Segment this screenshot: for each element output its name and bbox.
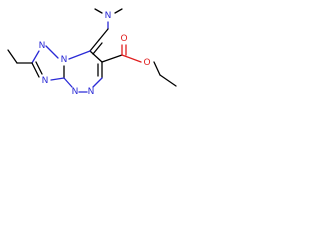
bond-c3-n2 — [92, 77, 103, 88]
atom-n-triazine-1: N — [72, 87, 79, 97]
bond-vinyl-double-a — [89, 39, 100, 52]
bond-c3-carbonyl — [101, 54, 123, 63]
bond-n-bridge-c5 — [68, 50, 91, 60]
bond-ester-o-ch2 — [153, 61, 161, 76]
bond-c5-c4 — [89, 50, 103, 63]
bond-c2-n3-b — [35, 61, 43, 75]
molecule-structure-diagram: N N N N N N O O — [7, 8, 177, 97]
bond-n-triazole-c2 — [31, 50, 40, 64]
bond-vinyl-upper — [98, 28, 109, 41]
bond-nme-methyl-left — [94, 8, 103, 14]
atom-n-triazine-2: N — [88, 87, 95, 97]
bond-carbonyl-ester-o — [121, 54, 142, 63]
atom-n-dimethylamino: N — [105, 11, 112, 21]
atom-n-bridge: N — [61, 55, 68, 65]
atom-o-ester: O — [143, 58, 150, 68]
atom-n-triazole: N — [39, 41, 46, 51]
bond-ethyl-2 — [7, 49, 18, 64]
bond-c2-n3-a — [31, 62, 40, 78]
bond-vinyl-double-b — [92, 42, 103, 55]
bond-nme-methyl-right — [114, 8, 123, 14]
atom-o-carbonyl: O — [120, 34, 127, 44]
bond-n-bridge-n-triazole — [45, 45, 59, 59]
bond-n1-c8a — [63, 77, 73, 88]
atom-n-triazole-lower: N — [42, 76, 49, 86]
bond-n3-c8a — [50, 77, 65, 81]
bond-ethyl-ester-end — [159, 74, 177, 87]
